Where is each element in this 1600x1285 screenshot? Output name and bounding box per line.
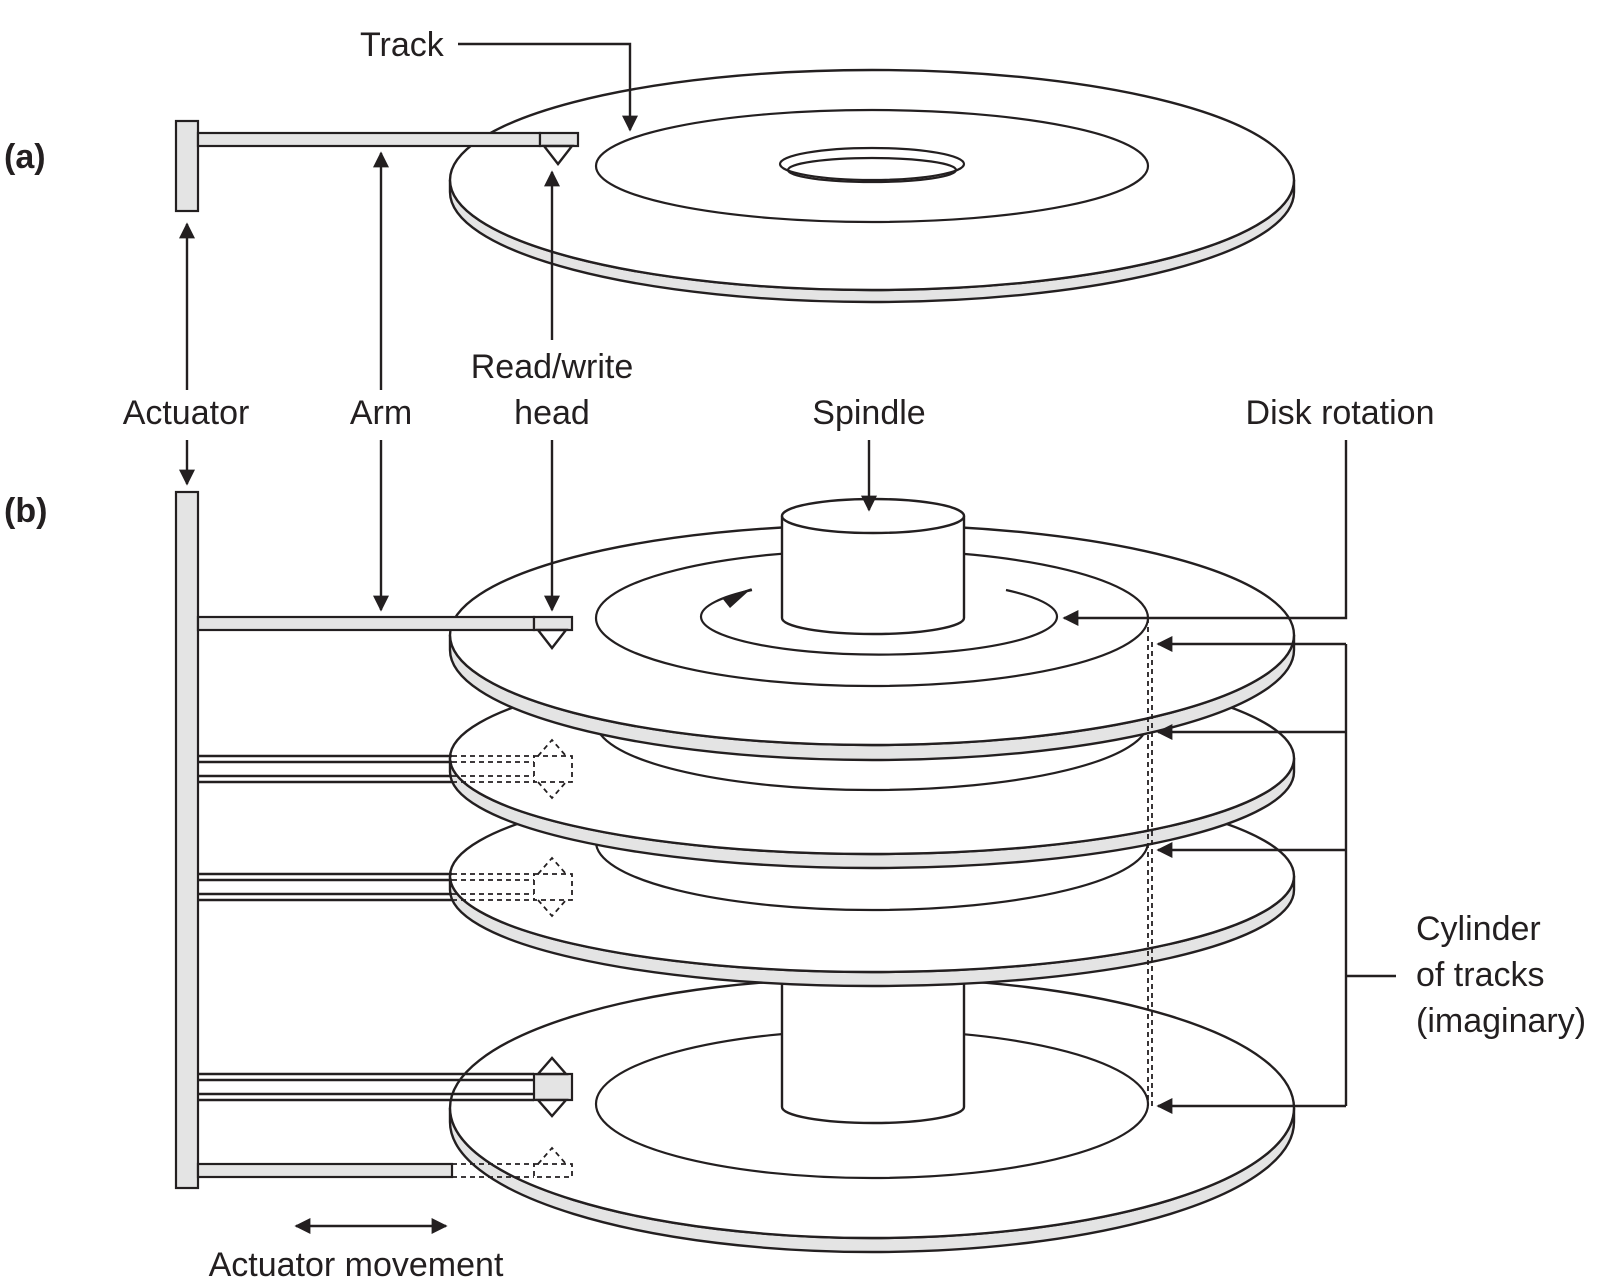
read-write-head-label-1: Read/write [471,348,634,386]
actuator-post-b [174,490,200,1190]
spindle-top [780,497,966,535]
rotation-arc [699,588,1059,656]
arm-4 [198,1056,574,1118]
read-write-head [535,628,569,650]
arm-a [196,131,542,148]
spindle-label: Spindle [812,394,925,432]
cylinder-label-1: Cylinder [1416,910,1541,948]
spindle-lower [780,975,966,1125]
arm-2 [198,738,573,800]
track-ring [594,841,1150,912]
head-body [532,1072,574,1102]
cylinder-label-2: of tracks [1416,956,1544,994]
read-write-head-label-2: head [514,394,590,432]
read-write-head-down [535,1098,569,1118]
arm-3 [198,856,573,918]
arm-label: Arm [350,394,412,432]
center-hole [778,146,966,182]
actuator-post-a [174,119,200,213]
part-b-label: (b) [4,492,47,530]
single-platter-a [448,68,1296,304]
arm-1 [196,615,574,650]
spindle-upper [780,497,966,636]
actuator-arm-a [174,119,580,213]
read-write-head-up [535,1056,569,1076]
head-body-a [538,131,580,148]
read-write-head-a [541,144,575,166]
head-body [532,615,574,632]
track-label: Track [360,26,445,64]
disk-rotation-leader [1062,440,1348,626]
arm-bar [196,615,536,632]
part-a-label: (a) [4,138,46,176]
arm-5 [196,1146,573,1179]
actuator-movement-label: Actuator movement [209,1246,504,1284]
cylinder-label-3: (imaginary) [1416,1002,1586,1040]
track-ring [594,721,1150,792]
platter-4 [448,976,1296,1254]
track-ring [594,108,1150,224]
rotation-arrowhead [722,588,752,608]
arm-bar [196,1162,454,1179]
track-leader [458,42,638,132]
actuator-label: Actuator [123,394,250,432]
center-hole-inner [786,156,958,184]
disk-rotation-label: Disk rotation [1246,394,1435,432]
